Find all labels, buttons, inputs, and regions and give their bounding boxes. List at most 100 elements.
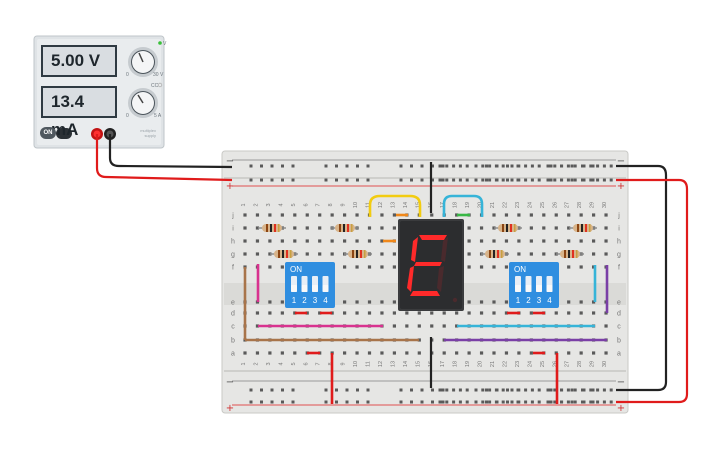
rail-hole[interactable] [431, 400, 434, 404]
rail-hole[interactable] [481, 400, 485, 404]
rail-hole[interactable] [474, 400, 478, 404]
hole[interactable] [467, 311, 471, 315]
rail-hole[interactable] [260, 388, 263, 392]
rail-hole[interactable] [524, 400, 528, 404]
rail-hole[interactable] [345, 178, 349, 182]
hole[interactable] [592, 311, 596, 315]
rail-hole[interactable] [560, 178, 564, 182]
hole[interactable] [542, 252, 546, 256]
rail-hole[interactable] [249, 164, 253, 168]
rail-hole[interactable] [324, 178, 328, 182]
hole[interactable] [592, 239, 596, 243]
power-switch-knob[interactable] [56, 128, 72, 139]
rail-hole[interactable] [501, 400, 505, 404]
rail-hole[interactable] [553, 178, 557, 182]
hole[interactable] [392, 213, 396, 217]
hole[interactable] [529, 252, 533, 256]
wire-cyan-bridge[interactable] [442, 194, 484, 217]
rail-hole[interactable] [510, 400, 514, 404]
rail-hole[interactable] [249, 400, 253, 404]
hole[interactable] [417, 351, 421, 355]
rail-hole[interactable] [494, 164, 498, 168]
hole[interactable] [442, 351, 446, 355]
rail-hole[interactable] [474, 164, 478, 168]
hole[interactable] [318, 213, 322, 217]
rail-hole[interactable] [549, 388, 553, 392]
dip-toggle-handle[interactable] [546, 285, 553, 292]
hole[interactable] [367, 265, 372, 269]
rail-hole[interactable] [553, 388, 557, 392]
wire-rail-positive-return[interactable] [616, 178, 689, 404]
rail-hole[interactable] [452, 388, 456, 392]
hole[interactable] [255, 239, 260, 243]
rail-hole[interactable] [481, 164, 485, 168]
rail-hole[interactable] [335, 164, 338, 168]
dip-toggle-handle[interactable] [536, 285, 542, 292]
rail-hole[interactable] [366, 178, 370, 182]
hole[interactable] [604, 213, 608, 217]
hole[interactable] [504, 300, 509, 304]
rail-hole[interactable] [410, 164, 413, 168]
resistor-1[interactable] [258, 224, 286, 232]
resistor-4[interactable] [344, 250, 372, 258]
hole[interactable] [604, 239, 608, 243]
rail-hole[interactable] [281, 400, 284, 404]
hole[interactable] [380, 265, 384, 269]
hole[interactable] [305, 226, 309, 230]
hole[interactable] [268, 351, 272, 355]
hole[interactable] [504, 239, 509, 243]
hole[interactable] [355, 239, 359, 243]
rail-hole[interactable] [570, 164, 574, 168]
rail-hole[interactable] [485, 178, 488, 182]
hole[interactable] [567, 213, 571, 217]
hole[interactable] [255, 213, 260, 217]
rail-hole[interactable] [501, 178, 505, 182]
hole[interactable] [392, 300, 396, 304]
hole[interactable] [280, 351, 284, 355]
hole[interactable] [529, 239, 533, 243]
hole[interactable] [592, 213, 596, 217]
rail-hole[interactable] [537, 164, 541, 168]
rail-hole[interactable] [445, 164, 449, 168]
hole[interactable] [604, 324, 608, 328]
hole[interactable] [567, 239, 571, 243]
voltage-knob[interactable] [128, 47, 158, 77]
hole[interactable] [367, 239, 372, 243]
hole[interactable] [343, 239, 347, 243]
rail-hole[interactable] [609, 388, 613, 392]
hole[interactable] [442, 324, 446, 328]
rail-hole[interactable] [591, 164, 595, 168]
hole[interactable] [280, 265, 284, 269]
rail-hole[interactable] [420, 388, 424, 392]
rail-hole[interactable] [485, 400, 488, 404]
rail-hole[interactable] [530, 178, 534, 182]
rail-hole[interactable] [602, 400, 606, 404]
rail-hole[interactable] [591, 388, 595, 392]
rail-hole[interactable] [270, 388, 274, 392]
rail-hole[interactable] [445, 388, 449, 392]
rail-hole[interactable] [589, 400, 593, 404]
hole[interactable] [479, 226, 484, 230]
rail-hole[interactable] [438, 388, 442, 392]
hole[interactable] [479, 351, 484, 355]
hole[interactable] [305, 239, 309, 243]
hole[interactable] [305, 252, 309, 256]
hole[interactable] [392, 311, 396, 315]
rail-hole[interactable] [566, 164, 570, 168]
rail-hole[interactable] [438, 400, 442, 404]
rail-hole[interactable] [335, 388, 338, 392]
rail-hole[interactable] [345, 388, 349, 392]
hole[interactable] [380, 213, 384, 217]
dip-toggle-handle[interactable] [312, 285, 318, 292]
rail-hole[interactable] [420, 400, 424, 404]
hole[interactable] [392, 226, 396, 230]
hole[interactable] [504, 311, 509, 315]
rail-hole[interactable] [506, 400, 509, 404]
hole[interactable] [417, 338, 421, 342]
rail-hole[interactable] [517, 178, 521, 182]
rail-hole[interactable] [452, 164, 456, 168]
hole[interactable] [255, 351, 260, 355]
hole[interactable] [380, 300, 384, 304]
hole[interactable] [355, 300, 359, 304]
hole[interactable] [442, 311, 446, 315]
